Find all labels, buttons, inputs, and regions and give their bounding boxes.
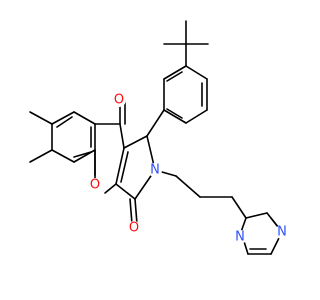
bond — [119, 123, 125, 149]
bond — [123, 135, 148, 149]
bond — [175, 175, 201, 198]
atom-label-lactam-nitrogen: N — [150, 163, 160, 178]
bond — [134, 198, 138, 225]
bond — [231, 196, 247, 219]
molecule-diagram: O O O N N N — [29, 20, 289, 255]
atom-label-ketone-oxygen: O — [114, 93, 124, 108]
bond — [73, 151, 92, 158]
atom-label-imidazole-nitrogen-1: N — [235, 230, 245, 245]
bond — [163, 65, 187, 80]
bond — [51, 149, 75, 163]
bond — [163, 109, 187, 124]
bond — [185, 65, 208, 80]
label-mask — [148, 163, 162, 177]
label-mask — [88, 178, 102, 192]
bond — [240, 217, 247, 233]
atom-label-imidazole-nitrogen-3: N — [277, 225, 287, 240]
atom-label-lactam-oxygen: O — [129, 221, 139, 236]
bond — [104, 183, 117, 194]
label-mask — [112, 93, 126, 107]
bond — [29, 149, 53, 163]
bond — [51, 111, 75, 125]
bond — [129, 198, 133, 225]
bond — [56, 116, 73, 128]
bond — [146, 109, 165, 137]
bond — [245, 212, 268, 219]
label-mask — [275, 225, 289, 239]
label-mask — [127, 221, 141, 235]
bond — [115, 183, 136, 200]
label-mask — [233, 230, 247, 244]
atom-label-ring-oxygen: O — [90, 178, 100, 193]
molecule-structure: O O O N N N — [29, 20, 289, 255]
bond — [29, 111, 53, 125]
bond — [166, 108, 183, 119]
bond — [166, 71, 183, 82]
bond — [73, 111, 96, 125]
bond — [120, 151, 129, 183]
bond — [185, 109, 208, 124]
bond — [115, 147, 125, 185]
